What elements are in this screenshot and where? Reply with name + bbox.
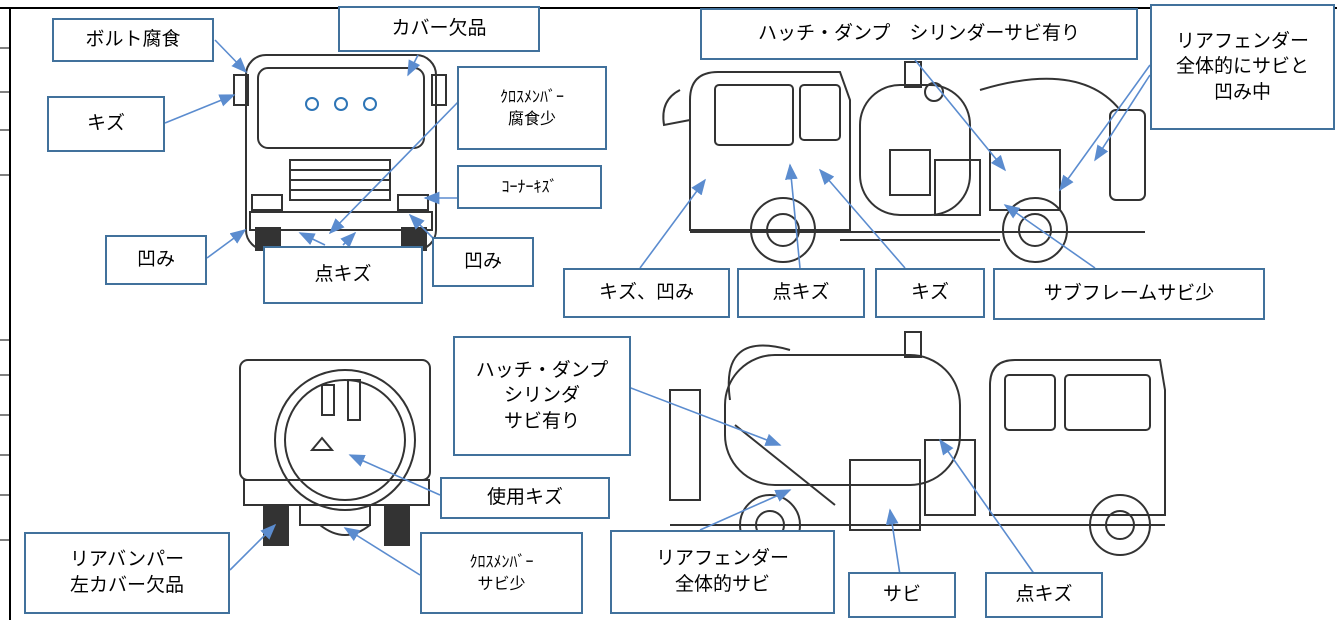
label-rear-bumper: リアバンパー 左カバー欠品 — [24, 532, 230, 614]
label-spot-scratch-front: 点キズ — [263, 246, 423, 304]
label-subframe-rust: サブフレームサビ少 — [993, 268, 1265, 320]
label-spot-scratch-side: 点キズ — [737, 268, 865, 318]
front-view-truck — [233, 54, 447, 251]
label-rear-fender-bottom: リアフェンダー 全体的サビ — [610, 530, 835, 614]
label-rust: サビ — [848, 572, 956, 618]
label-crossmember-rear: ｸﾛｽﾒﾝﾊﾞｰ サビ少 — [420, 532, 583, 614]
arrows — [164, 39, 1151, 576]
rear-view-truck — [239, 359, 431, 546]
label-scratch-dent: キズ、凹み — [563, 268, 730, 318]
label-corner-scratch: ｺｰﾅｰｷｽﾞ — [457, 165, 602, 209]
side-view-truck-top — [662, 61, 1146, 263]
label-hatch-damper-top: ハッチ・ダンプ シリンダーサビ有り — [700, 8, 1138, 60]
label-crossmember-front: ｸﾛｽﾒﾝﾊﾞｰ 腐食少 — [457, 66, 607, 150]
frame-ticks — [0, 47, 10, 541]
label-scratch-front: キズ — [47, 96, 165, 152]
label-dent-left: 凹み — [105, 235, 207, 285]
label-hatch-damper-bottom: ハッチ・ダンプ シリンダ サビ有り — [453, 336, 631, 456]
label-rear-fender-top: リアフェンダー 全体的にサビと 凹み中 — [1150, 4, 1335, 130]
label-bolt-corrosion: ボルト腐食 — [52, 18, 214, 62]
label-spot-scratch-bottom: 点キズ — [985, 572, 1103, 618]
label-scratch-side: キズ — [875, 268, 985, 318]
label-cover-missing: カバー欠品 — [338, 6, 540, 52]
side-view-truck-bottom — [669, 331, 1166, 556]
label-use-scratch: 使用キズ — [440, 477, 610, 519]
label-dent-right: 凹み — [432, 237, 534, 287]
